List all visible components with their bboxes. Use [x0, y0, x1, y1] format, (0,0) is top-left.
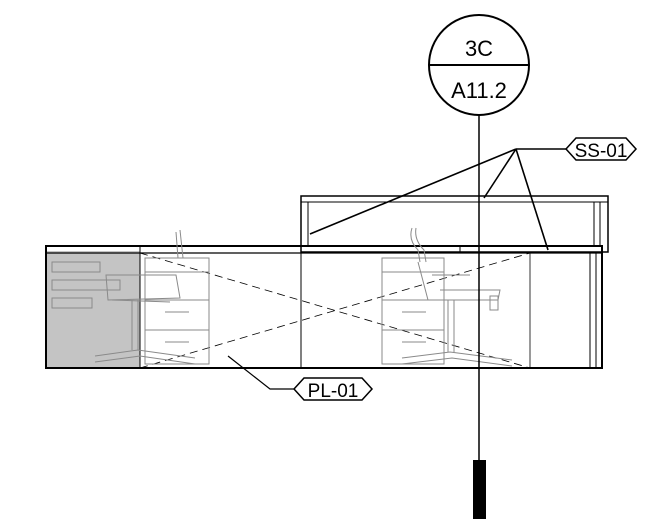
lower-finish-tag: PL-01: [292, 377, 374, 402]
right-chair-furniture: [381, 227, 513, 367]
upper-cabinet: [300, 195, 609, 253]
section-cut-line: [473, 106, 486, 519]
section-marker: 3C A11.2: [428, 14, 530, 116]
upper-tag-leaders: [309, 148, 566, 251]
left-chair-furniture: [51, 229, 210, 365]
dashed-diagonals: [139, 252, 531, 369]
upper-finish-tag: SS-01: [564, 137, 638, 162]
section-cut-end: [473, 460, 486, 519]
lower-finish-tag-label: PL-01: [308, 381, 359, 402]
hatched-end-panel: [46, 251, 140, 368]
desk-body: [45, 245, 603, 369]
upper-finish-tag-label: SS-01: [575, 141, 628, 162]
section-marker-detail: 3C: [465, 36, 493, 61]
lower-tag-leader: [227, 355, 296, 390]
section-marker-sheet: A11.2: [451, 78, 507, 103]
